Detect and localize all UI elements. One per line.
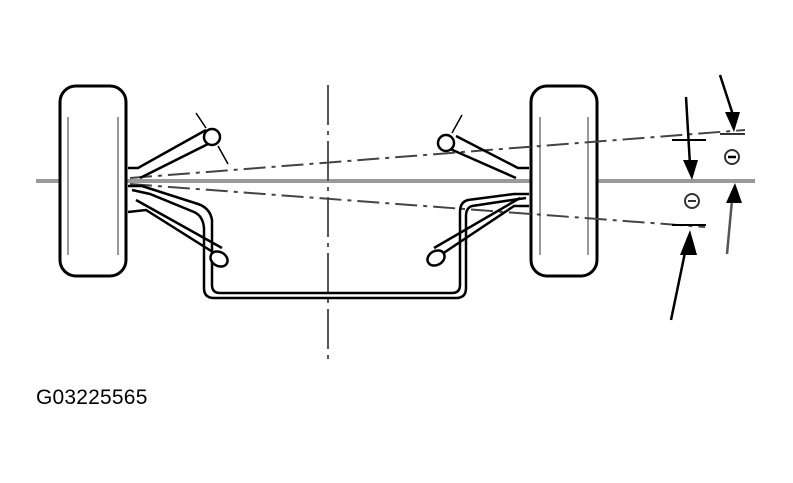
- arrow-down-right: [718, 74, 735, 116]
- right-suspension: [328, 114, 529, 300]
- negative-toe-symbol-right: [724, 149, 740, 165]
- negative-toe-symbol-left: [684, 193, 700, 209]
- left-wheel: [58, 84, 128, 278]
- arrow-up-right: [725, 199, 734, 255]
- toe-lines: [129, 129, 746, 228]
- figure-id-label: G03225565: [36, 386, 148, 409]
- right-wheel: [529, 84, 599, 278]
- toe-measurement-arrows: [669, 74, 745, 321]
- arrow-down-left: [684, 96, 692, 166]
- left-suspension: [127, 112, 328, 300]
